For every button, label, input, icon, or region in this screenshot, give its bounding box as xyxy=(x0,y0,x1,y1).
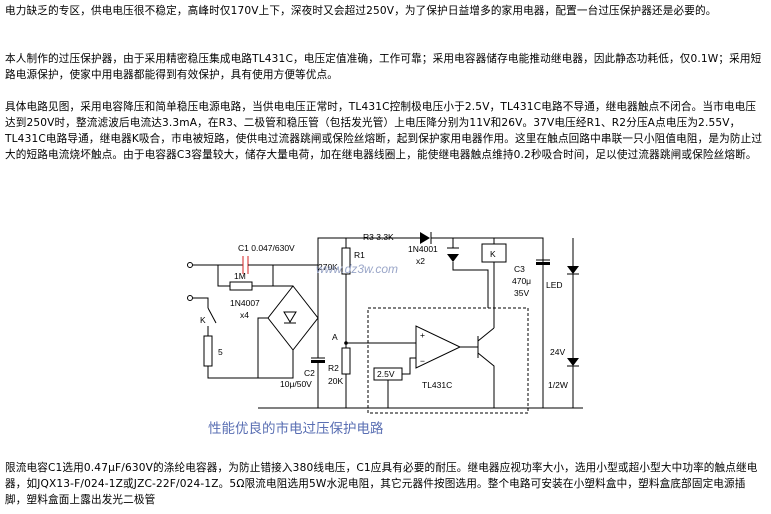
watermark: www.dz3w.com xyxy=(316,262,398,276)
label-plus: + xyxy=(420,330,425,340)
label-point-a: A xyxy=(332,332,338,342)
label-relay: K xyxy=(490,249,496,259)
zener-diode xyxy=(567,358,579,366)
ac-terminal-bottom xyxy=(187,295,193,301)
ac-terminal-top xyxy=(187,262,193,268)
label-r2: R2 xyxy=(328,363,339,373)
tl431c-box xyxy=(367,307,529,414)
label-r2-value: 20K xyxy=(328,376,343,386)
capacitor-c3 xyxy=(536,238,550,408)
label-diode: 1N4001 xyxy=(408,244,438,254)
label-r1: R1 xyxy=(354,250,365,260)
label-zener: 24V xyxy=(550,347,565,357)
label-c2-value: 10μ/50V xyxy=(280,379,312,389)
label-5: 5 xyxy=(218,347,223,357)
label-k: K xyxy=(200,315,206,325)
label-vref: 2.5V xyxy=(377,369,395,379)
figure-caption: 性能优良的市电过压保护电路 xyxy=(208,420,384,437)
bridge-rectifier xyxy=(267,285,319,351)
label-c3: C3 xyxy=(514,264,525,274)
label-bridge-count: x4 xyxy=(240,310,249,320)
label-minus: − xyxy=(420,356,425,366)
label-bridge: 1N4007 xyxy=(230,298,260,308)
label-c2: C2 xyxy=(304,368,315,378)
resistor-r2 xyxy=(341,347,351,375)
resistor-5 xyxy=(203,335,213,367)
paragraph-components: 限流电容C1选用0.47μF/630V的涤纶电容器，为防止错接入380线电压，C… xyxy=(5,462,758,506)
comparator-opamp xyxy=(415,325,462,369)
label-diode-count: x2 xyxy=(416,256,425,266)
label-r1-value: 270K xyxy=(318,262,338,272)
label-led: LED xyxy=(546,280,563,290)
label-zener-power: 1/2W xyxy=(548,380,568,390)
capacitor-c2 xyxy=(311,318,325,408)
diode-1n4001 xyxy=(420,232,432,244)
resistor-1m xyxy=(229,281,253,291)
paragraph-intro: 电力缺乏的专区，供电电压很不稳定，高峰时仅170V上下，深夜时又会超过250V，… xyxy=(5,5,717,17)
diode-2 xyxy=(447,254,459,262)
label-c1: C1 0.047/630V xyxy=(238,243,295,253)
paragraph-features: 本人制作的过压保护器，由于采用精密稳压集成电路TL431C，电压定值准确，工作可… xyxy=(5,53,762,81)
label-r3: R3 3.3K xyxy=(363,232,394,242)
label-ic: TL431C xyxy=(422,380,452,390)
paragraph-circuit-description: 具体电路见图，采用电容降压和简单稳压电源电路，当供电电压正常时，TL431C控制… xyxy=(5,101,763,161)
switch-k xyxy=(207,307,217,324)
circuit-schematic: C1 0.047/630V 1M K 5 1N4007 x4 C2 10μ/50… xyxy=(187,232,583,437)
label-c3-value: 470μ xyxy=(512,276,531,286)
label-1m: 1M xyxy=(234,271,246,281)
label-c3-volt: 35V xyxy=(514,288,529,298)
led xyxy=(567,266,579,274)
